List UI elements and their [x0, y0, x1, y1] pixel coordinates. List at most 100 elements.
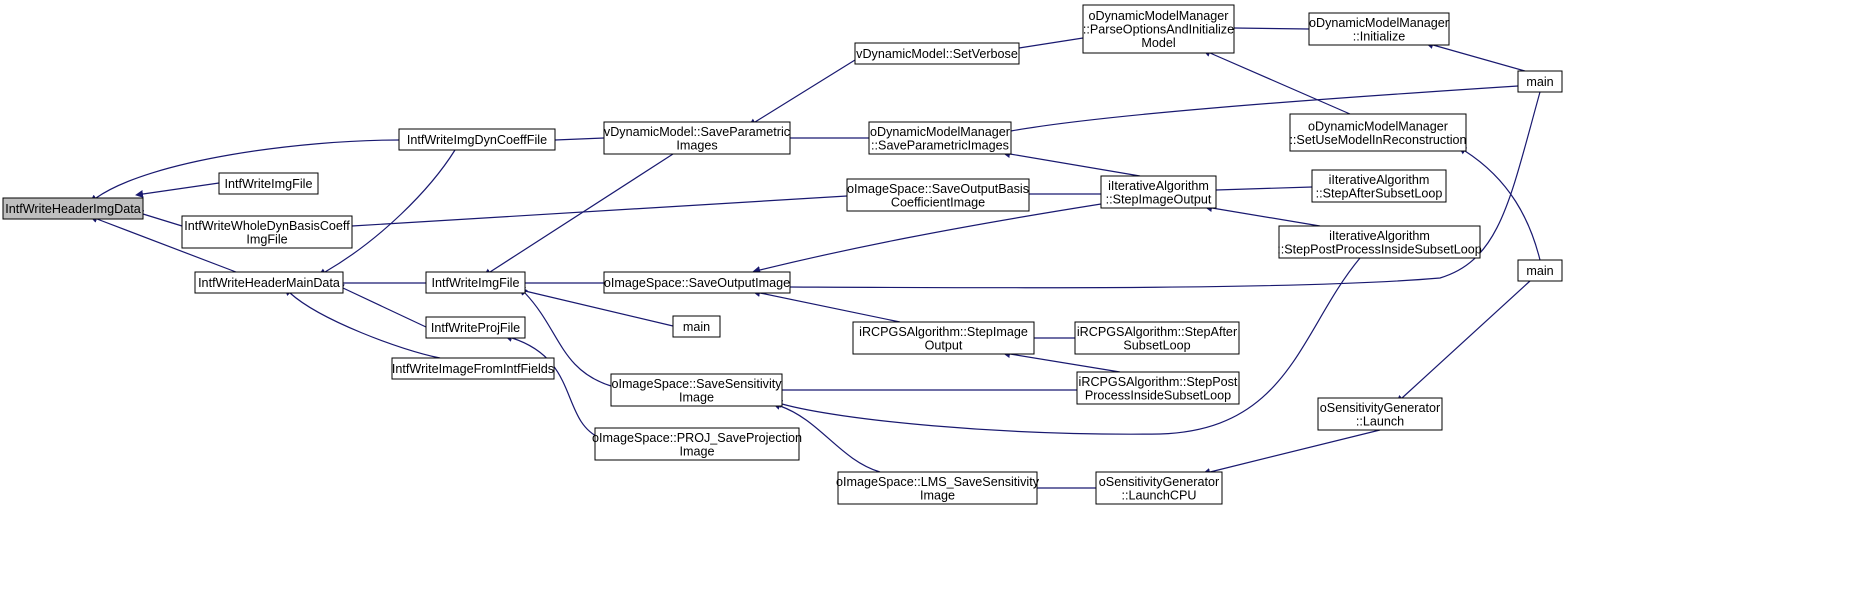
node-label: oImageSpace::SaveOutputBasis	[847, 182, 1029, 196]
node-label: ::LaunchCPU	[1122, 488, 1197, 502]
node-label: oImageSpace::SaveOutputImage	[604, 276, 790, 290]
node-label: IntfWriteWholeDynBasisCoeff	[184, 219, 350, 233]
edge-n_lms_save-to-n_save_sensitivity	[772, 402, 881, 473]
node-n_rcpgs_step_after[interactable]: iRCPGSAlgorithm::StepAfterSubsetLoop	[1074, 321, 1240, 355]
node-label: iIterativeAlgorithm	[1329, 173, 1430, 187]
node-label: IntfWriteHeaderMainData	[198, 276, 340, 290]
node-label: Images	[676, 138, 717, 152]
node-n_rcpgs_step_post[interactable]: iRCPGSAlgorithm::StepPostProcessInsideSu…	[1076, 371, 1240, 405]
edge-n_rcpgs_step_post-to-n_rcpgs_step_image	[1002, 350, 1121, 373]
node-box	[218, 172, 319, 195]
node-n_main_small[interactable]: main	[672, 315, 721, 338]
node-box	[1278, 225, 1481, 259]
node-box	[1082, 4, 1235, 54]
node-box	[868, 121, 1012, 155]
node-label: oImageSpace::SaveSensitivity	[611, 377, 782, 391]
node-n_dyn_coeff_file[interactable]: IntfWriteImgDynCoeffFile	[398, 128, 556, 151]
node-label: vDynamicModel::SetVerbose	[856, 47, 1018, 61]
node-n_img_file_2[interactable]: IntfWriteImgFile	[425, 271, 526, 294]
node-n_sens_launch[interactable]: oSensitivityGenerator::Launch	[1317, 397, 1443, 431]
node-n_dmm_init[interactable]: oDynamicModelManager::Initialize	[1308, 12, 1450, 46]
node-n_save_basis[interactable]: oImageSpace::SaveOutputBasisCoefficientI…	[846, 178, 1030, 212]
node-n_step_after_subset[interactable]: iIterativeAlgorithm::StepAfterSubsetLoop	[1311, 169, 1447, 203]
node-box	[1076, 371, 1240, 405]
node-box	[181, 215, 353, 249]
node-label: oDynamicModelManager	[1308, 119, 1448, 133]
node-n_dmm_set_use[interactable]: oDynamicModelManager::SetUseModelInRecon…	[1289, 113, 1467, 152]
node-label: ::Initialize	[1353, 29, 1406, 43]
node-box	[1517, 70, 1563, 93]
edge-n_main_mid-to-n_dmm_set_use	[1458, 146, 1541, 261]
node-box	[672, 315, 721, 338]
node-label: ImgFile	[246, 232, 287, 246]
node-box	[425, 271, 526, 294]
edges	[89, 24, 1541, 492]
node-label: Model	[1141, 36, 1175, 50]
node-n_set_verbose[interactable]: vDynamicModel::SetVerbose	[854, 42, 1020, 65]
edge-n_image_from_intf-to-n_header_main_data	[284, 287, 441, 359]
node-label: Image	[679, 444, 714, 458]
node-n_main_top[interactable]: main	[1517, 70, 1563, 93]
node-label: IntfWriteProjFile	[431, 321, 520, 335]
edge-n_step_post_process-to-n_save_sensitivity	[774, 257, 1361, 435]
node-box	[837, 471, 1038, 505]
edge-n_set_verbose-to-n_save_parametric	[748, 59, 856, 127]
node-label: ::StepImageOutput	[1106, 192, 1212, 206]
node-label: iRCPGSAlgorithm::StepPost	[1079, 375, 1238, 389]
node-box	[1311, 169, 1447, 203]
node-n_proj_file[interactable]: IntfWriteProjFile	[425, 316, 526, 339]
node-label: vDynamicModel::SaveParametric	[604, 125, 790, 139]
edge-n_dmm_parse-to-n_set_verbose	[1011, 37, 1084, 52]
node-label: Image	[920, 488, 955, 502]
edge-n_step_after_subset-to-n_step_image_output	[1208, 186, 1313, 194]
edge-n_main_mid-to-n_sens_launch	[1396, 280, 1531, 404]
node-n_main_mid[interactable]: main	[1517, 259, 1563, 282]
edge-n_proj_save-to-n_proj_file	[504, 334, 601, 439]
node-box	[852, 321, 1035, 355]
node-box	[1074, 321, 1240, 355]
node-label: IntfWriteImgDynCoeffFile	[407, 133, 547, 147]
node-box	[854, 42, 1020, 65]
node-n_sens_launch_cpu[interactable]: oSensitivityGenerator::LaunchCPU	[1095, 471, 1223, 505]
edge-n_step_post_process-to-n_step_image_output	[1204, 204, 1321, 227]
node-label: ::Launch	[1356, 414, 1404, 428]
node-label: IntfWriteImgFile	[432, 276, 520, 290]
node-label: iRCPGSAlgorithm::StepAfter	[1077, 325, 1237, 339]
node-n_image_from_intf[interactable]: IntfWriteImageFromIntfFields	[391, 357, 555, 380]
node-box	[1317, 397, 1443, 431]
node-box	[2, 197, 144, 220]
node-n_header_img_data[interactable]: IntfWriteHeaderImgData	[2, 197, 144, 220]
node-label: oImageSpace::PROJ_SaveProjection	[592, 431, 802, 445]
node-n_save_parametric[interactable]: vDynamicModel::SaveParametricImages	[603, 121, 791, 155]
node-box	[603, 271, 791, 294]
node-box	[1289, 113, 1467, 152]
node-label: IntfWriteImgFile	[225, 177, 313, 191]
node-box	[610, 373, 783, 407]
node-box	[594, 427, 800, 461]
node-n_dmm_save_param[interactable]: oDynamicModelManager::SaveParametricImag…	[868, 121, 1012, 155]
node-box	[603, 121, 791, 155]
edge-n_header_main_data-to-n_header_img_data	[89, 215, 237, 273]
node-label: oDynamicModelManager	[870, 125, 1010, 139]
edge-n_dmm_set_use-to-n_dmm_parse	[1202, 49, 1351, 115]
node-n_rcpgs_step_image[interactable]: iRCPGSAlgorithm::StepImageOutput	[852, 321, 1035, 355]
node-n_img_file_1[interactable]: IntfWriteImgFile	[218, 172, 319, 195]
node-n_header_main_data[interactable]: IntfWriteHeaderMainData	[194, 271, 344, 294]
node-box	[425, 316, 526, 339]
edge-n_save_parametric-to-n_img_file_2	[483, 153, 674, 277]
node-label: oDynamicModelManager	[1309, 16, 1449, 30]
edge-n_whole_dyn_basis-to-n_header_img_data	[135, 210, 183, 227]
node-box	[194, 271, 344, 294]
node-n_dmm_parse[interactable]: oDynamicModelManager::ParseOptionsAndIni…	[1082, 4, 1235, 54]
node-n_step_post_process[interactable]: iIterativeAlgorithm::StepPostProcessInsi…	[1277, 225, 1482, 259]
node-n_save_output_image[interactable]: oImageSpace::SaveOutputImage	[603, 271, 791, 294]
node-n_step_image_output[interactable]: iIterativeAlgorithm::StepImageOutput	[1100, 175, 1217, 209]
edge-n_sens_launch-to-n_sens_launch_cpu	[1202, 429, 1381, 476]
node-label: main	[1526, 264, 1553, 278]
edge-n_proj_file-to-n_header_main_data	[335, 284, 427, 328]
